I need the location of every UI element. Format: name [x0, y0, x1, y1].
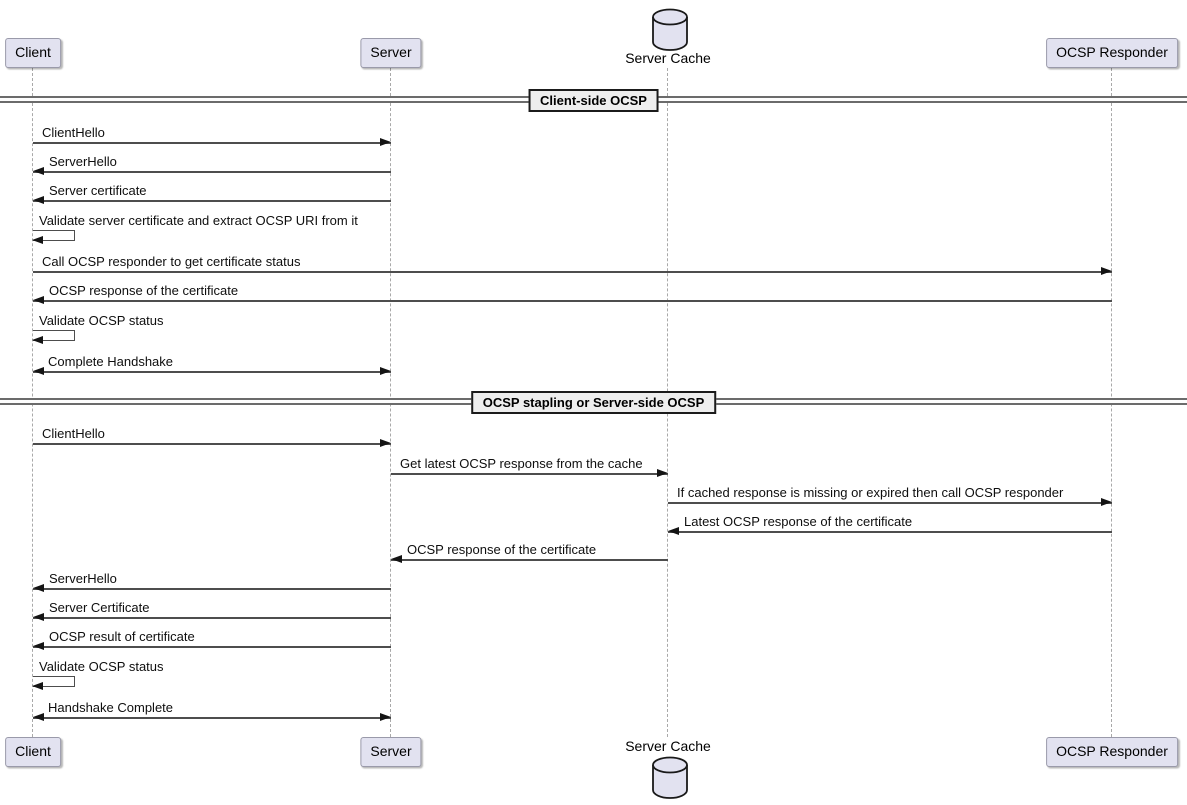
message-arrow	[668, 502, 1112, 504]
participant-client-top: Client	[5, 38, 61, 68]
self-message-arrow	[33, 676, 75, 687]
message-arrow	[33, 617, 391, 619]
section-label: OCSP stapling or Server-side OCSP	[470, 391, 717, 414]
message-arrow	[391, 473, 668, 475]
message-label: ClientHello	[42, 125, 105, 140]
message-label: ClientHello	[42, 426, 105, 441]
self-message-arrow	[33, 230, 75, 241]
arrowhead	[32, 682, 43, 690]
message-arrow	[33, 271, 1112, 273]
message-label: Handshake Complete	[48, 700, 174, 715]
arrowhead	[657, 469, 668, 477]
message-arrow	[33, 371, 391, 373]
arrowhead	[32, 336, 43, 344]
database-icon	[650, 756, 690, 805]
message-label: Complete Handshake	[48, 354, 174, 369]
message-label: If cached response is missing or expired…	[677, 485, 1064, 500]
arrowhead	[380, 439, 391, 447]
message-arrow	[33, 717, 391, 719]
message-label: ServerHello	[49, 571, 117, 586]
participant-client-bottom: Client	[5, 737, 61, 767]
participant-ocsp_responder-bottom: OCSP Responder	[1046, 737, 1178, 767]
message-label: OCSP response of the certificate	[49, 283, 239, 298]
arrowhead	[668, 527, 679, 535]
arrowhead	[380, 367, 391, 375]
arrowhead	[1101, 498, 1112, 506]
participant-server-top: Server	[360, 38, 422, 68]
message-label: OCSP response of the certificate	[407, 542, 597, 557]
message-arrow	[33, 200, 391, 202]
message-arrow	[668, 531, 1112, 533]
participant-server_cache-top: Server Cache	[625, 50, 711, 66]
participant-server-bottom: Server	[360, 737, 422, 767]
arrowhead	[33, 367, 44, 375]
message-arrow	[33, 646, 391, 648]
database-icon	[650, 8, 690, 57]
arrowhead	[380, 138, 391, 146]
message-label: Server certificate	[49, 183, 147, 198]
message-label: Validate OCSP status	[39, 313, 164, 328]
message-arrow	[33, 300, 1112, 302]
message-label: Get latest OCSP response from the cache	[400, 456, 643, 471]
arrowhead	[1101, 267, 1112, 275]
message-label: Call OCSP responder to get certificate s…	[42, 254, 301, 269]
message-label: ServerHello	[49, 154, 117, 169]
arrowhead	[391, 555, 402, 563]
arrowhead	[33, 196, 44, 204]
arrowhead	[33, 713, 44, 721]
section-label: Client-side OCSP	[528, 89, 659, 112]
message-arrow	[391, 559, 668, 561]
message-label: Validate OCSP status	[39, 659, 164, 674]
arrowhead	[33, 584, 44, 592]
arrowhead	[33, 642, 44, 650]
arrowhead	[33, 167, 44, 175]
arrowhead	[32, 236, 43, 244]
message-arrow	[33, 588, 391, 590]
arrowhead	[33, 296, 44, 304]
participant-server_cache-bottom: Server Cache	[625, 738, 711, 754]
message-label: Validate server certificate and extract …	[39, 213, 358, 228]
arrowhead	[380, 713, 391, 721]
message-arrow	[33, 142, 391, 144]
self-message-arrow	[33, 330, 75, 341]
arrowhead	[33, 613, 44, 621]
participant-ocsp_responder-top: OCSP Responder	[1046, 38, 1178, 68]
message-arrow	[33, 443, 391, 445]
message-label: Server Certificate	[49, 600, 150, 615]
message-label: OCSP result of certificate	[49, 629, 195, 644]
message-label: Latest OCSP response of the certificate	[684, 514, 913, 529]
message-arrow	[33, 171, 391, 173]
